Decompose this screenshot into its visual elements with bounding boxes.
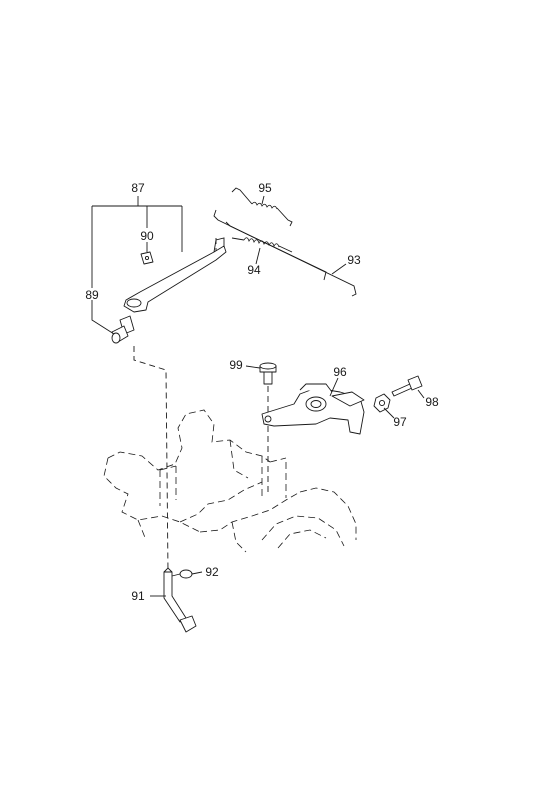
callout-97: 97: [393, 415, 407, 429]
callout-96: 96: [333, 365, 347, 379]
spring-94: [231, 237, 293, 253]
callout-99: 99: [229, 358, 243, 372]
callout-93: 93: [347, 253, 361, 267]
callout-98: 98: [425, 395, 439, 409]
callout-labels: 87 90 89 95 94 93 99 96 97 98 91 92: [85, 181, 439, 603]
leader-lines: [91, 195, 425, 597]
bolt-98: [391, 375, 423, 397]
callout-91: 91: [131, 589, 145, 603]
callout-89: 89: [85, 288, 99, 302]
callout-94: 94: [247, 263, 261, 277]
nut-97: [373, 393, 391, 413]
clip-92: [171, 569, 193, 579]
lever-shaft-91: [163, 567, 197, 633]
bolt-99: [259, 362, 277, 385]
spring-95: [231, 187, 293, 227]
control-rod: [213, 209, 357, 297]
callout-87: 87: [131, 181, 145, 195]
callout-92: 92: [205, 565, 219, 579]
bolt-89: [111, 315, 135, 344]
bracket-96: [261, 383, 365, 435]
engine-outline: [103, 409, 357, 553]
callout-90: 90: [140, 229, 154, 243]
callout-95: 95: [258, 181, 272, 195]
clip-90: [140, 251, 154, 265]
governor-lever: [123, 237, 227, 313]
